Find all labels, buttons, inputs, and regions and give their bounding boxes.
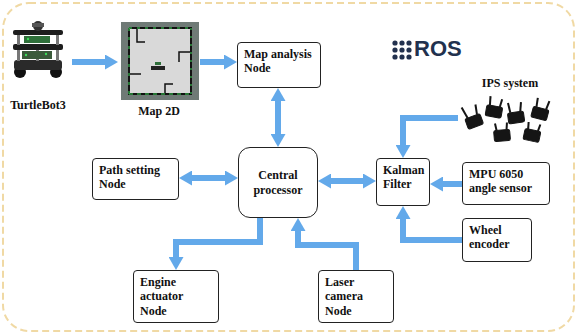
node-text: MPU 6050 angle sensor (469, 167, 543, 196)
map-illustration (121, 22, 199, 100)
frame-outline (3, 3, 574, 331)
flow-arrow (326, 178, 368, 184)
sensor-box: MPU 6050 angle sensor (462, 162, 550, 205)
figure-caption: TurtleBot3 (10, 98, 66, 112)
flow-arrow (438, 181, 462, 187)
node-text: Path setting Node (99, 163, 172, 192)
node-text: Central processor (245, 168, 311, 197)
filter-box: Kalman Filter (376, 158, 430, 206)
sensor-figure: IPS system (458, 76, 562, 146)
ips-cameras (461, 96, 552, 143)
node-text: Kalman Filter (383, 163, 424, 192)
flow-arrow (275, 96, 281, 139)
map-image (121, 22, 199, 100)
flow-arrow (187, 175, 230, 181)
flow-arrow (298, 226, 356, 270)
flow-arrow (403, 118, 458, 150)
node-text: Map analysis Node (244, 47, 314, 76)
process-box: Laser camera Node (318, 270, 394, 323)
ros-logo-dots (392, 40, 411, 59)
logo-text: ROS (414, 36, 462, 62)
central-box: Central processor (238, 147, 318, 218)
process-box: Map analysis Node (237, 42, 321, 88)
process-box: Path setting Node (92, 158, 179, 200)
figure-caption: Map 2D (138, 104, 180, 118)
sensor-box: Wheel encoder (462, 218, 532, 262)
process-box: Engine actuator Node (133, 270, 219, 323)
node-text: Engine actuator Node (140, 275, 212, 318)
figure-caption: IPS system (482, 76, 538, 90)
node-text: Laser camera Node (325, 275, 387, 318)
flow-arrow (176, 218, 260, 262)
flow-arrow (200, 59, 229, 65)
map-figure: Map 2D (118, 22, 200, 118)
robot-figure: TurtleBot3 (4, 18, 72, 112)
flow-arrow (403, 214, 462, 240)
ips-cameras-illustration (460, 95, 560, 145)
robot-illustration (8, 20, 68, 80)
robot-body (13, 21, 63, 78)
node-text: Wheel encoder (469, 223, 525, 252)
flow-arrow (72, 59, 110, 65)
